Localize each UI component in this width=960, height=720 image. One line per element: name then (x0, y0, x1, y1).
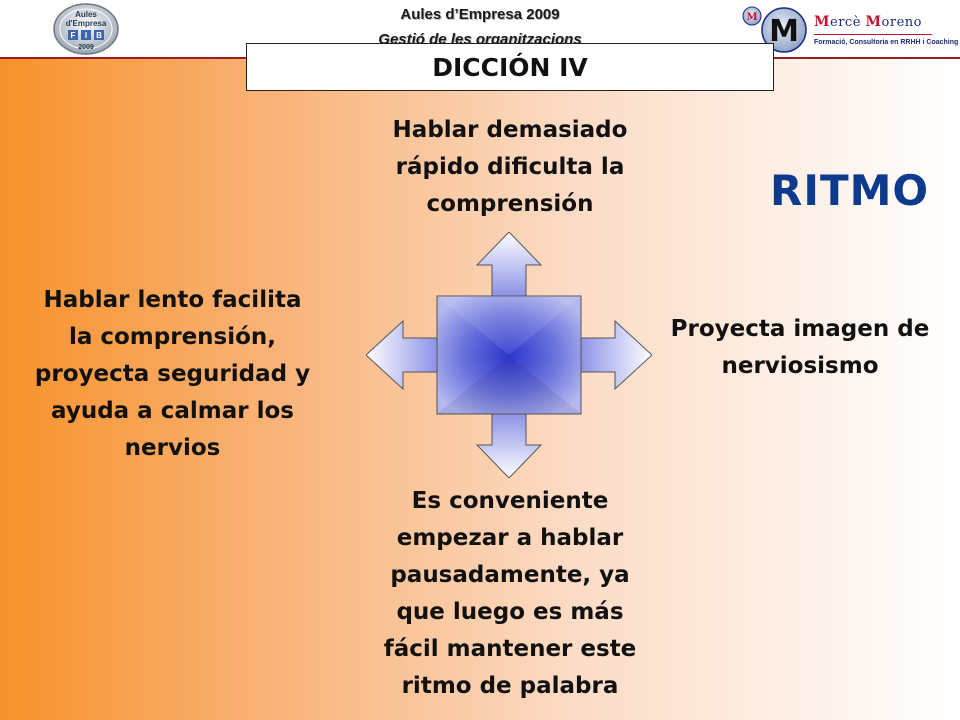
left-line: la comprensión, (68, 324, 277, 350)
badge-year: 2009 (78, 44, 94, 51)
top-statement: Hablar demasiado rápido dificulta la com… (325, 112, 695, 223)
right-line: nerviosismo (721, 353, 879, 379)
brand-name: Mercè Moreno (814, 14, 922, 30)
brand-tagline: Formació, Consultoria en RRHH i Coaching (814, 39, 959, 46)
bottom-line: empezar a hablar (396, 525, 624, 551)
bottom-line: Es conveniente (411, 488, 609, 514)
left-line: nervios (124, 435, 221, 461)
brand-monogram: M (769, 14, 799, 49)
left-statement: Hablar lento facilita la comprensión, pr… (0, 282, 345, 467)
keyword-label: RITMO (770, 166, 930, 215)
badge-line-1: Aules (75, 10, 97, 19)
right-statement: Proyecta imagen de nerviosismo (640, 311, 960, 385)
top-line: Hablar demasiado (392, 117, 628, 143)
svg-text:M: M (746, 12, 757, 23)
left-line: Hablar lento facilita (43, 287, 302, 313)
bottom-line: que luego es más (396, 599, 624, 625)
badge-letter-f: F (71, 31, 76, 40)
four-way-arrow-icon (366, 232, 652, 478)
merce-moreno-logo-icon: M M (742, 6, 807, 53)
badge-letter-i: I (85, 31, 87, 40)
top-line: comprensión (426, 191, 594, 217)
bottom-line: ritmo de palabra (401, 673, 619, 699)
bottom-line: fácil mantener este (383, 636, 637, 662)
aules-empresa-fib-badge-icon: Aules d'Empresa F I B 2009 (53, 3, 119, 55)
left-line: ayuda a calmar los (51, 398, 294, 424)
left-line: proyecta seguridad y (34, 361, 311, 387)
merce-moreno-logo: M M Mercè Moreno Formació, Consultoria e… (740, 4, 958, 54)
bottom-line: pausadamente, ya (390, 562, 630, 588)
brand-divider (814, 34, 932, 35)
right-line: Proyecta imagen de (670, 316, 930, 342)
top-line: rápido dificulta la (395, 154, 625, 180)
slide-title: DICCIÓN IV (246, 43, 774, 91)
badge-line-2: d'Empresa (66, 19, 107, 28)
course-title: Aules d’Empresa 2009 (400, 6, 560, 23)
bottom-statement: Es conveniente empezar a hablar pausadam… (320, 483, 700, 705)
badge-letter-b: B (96, 31, 102, 40)
